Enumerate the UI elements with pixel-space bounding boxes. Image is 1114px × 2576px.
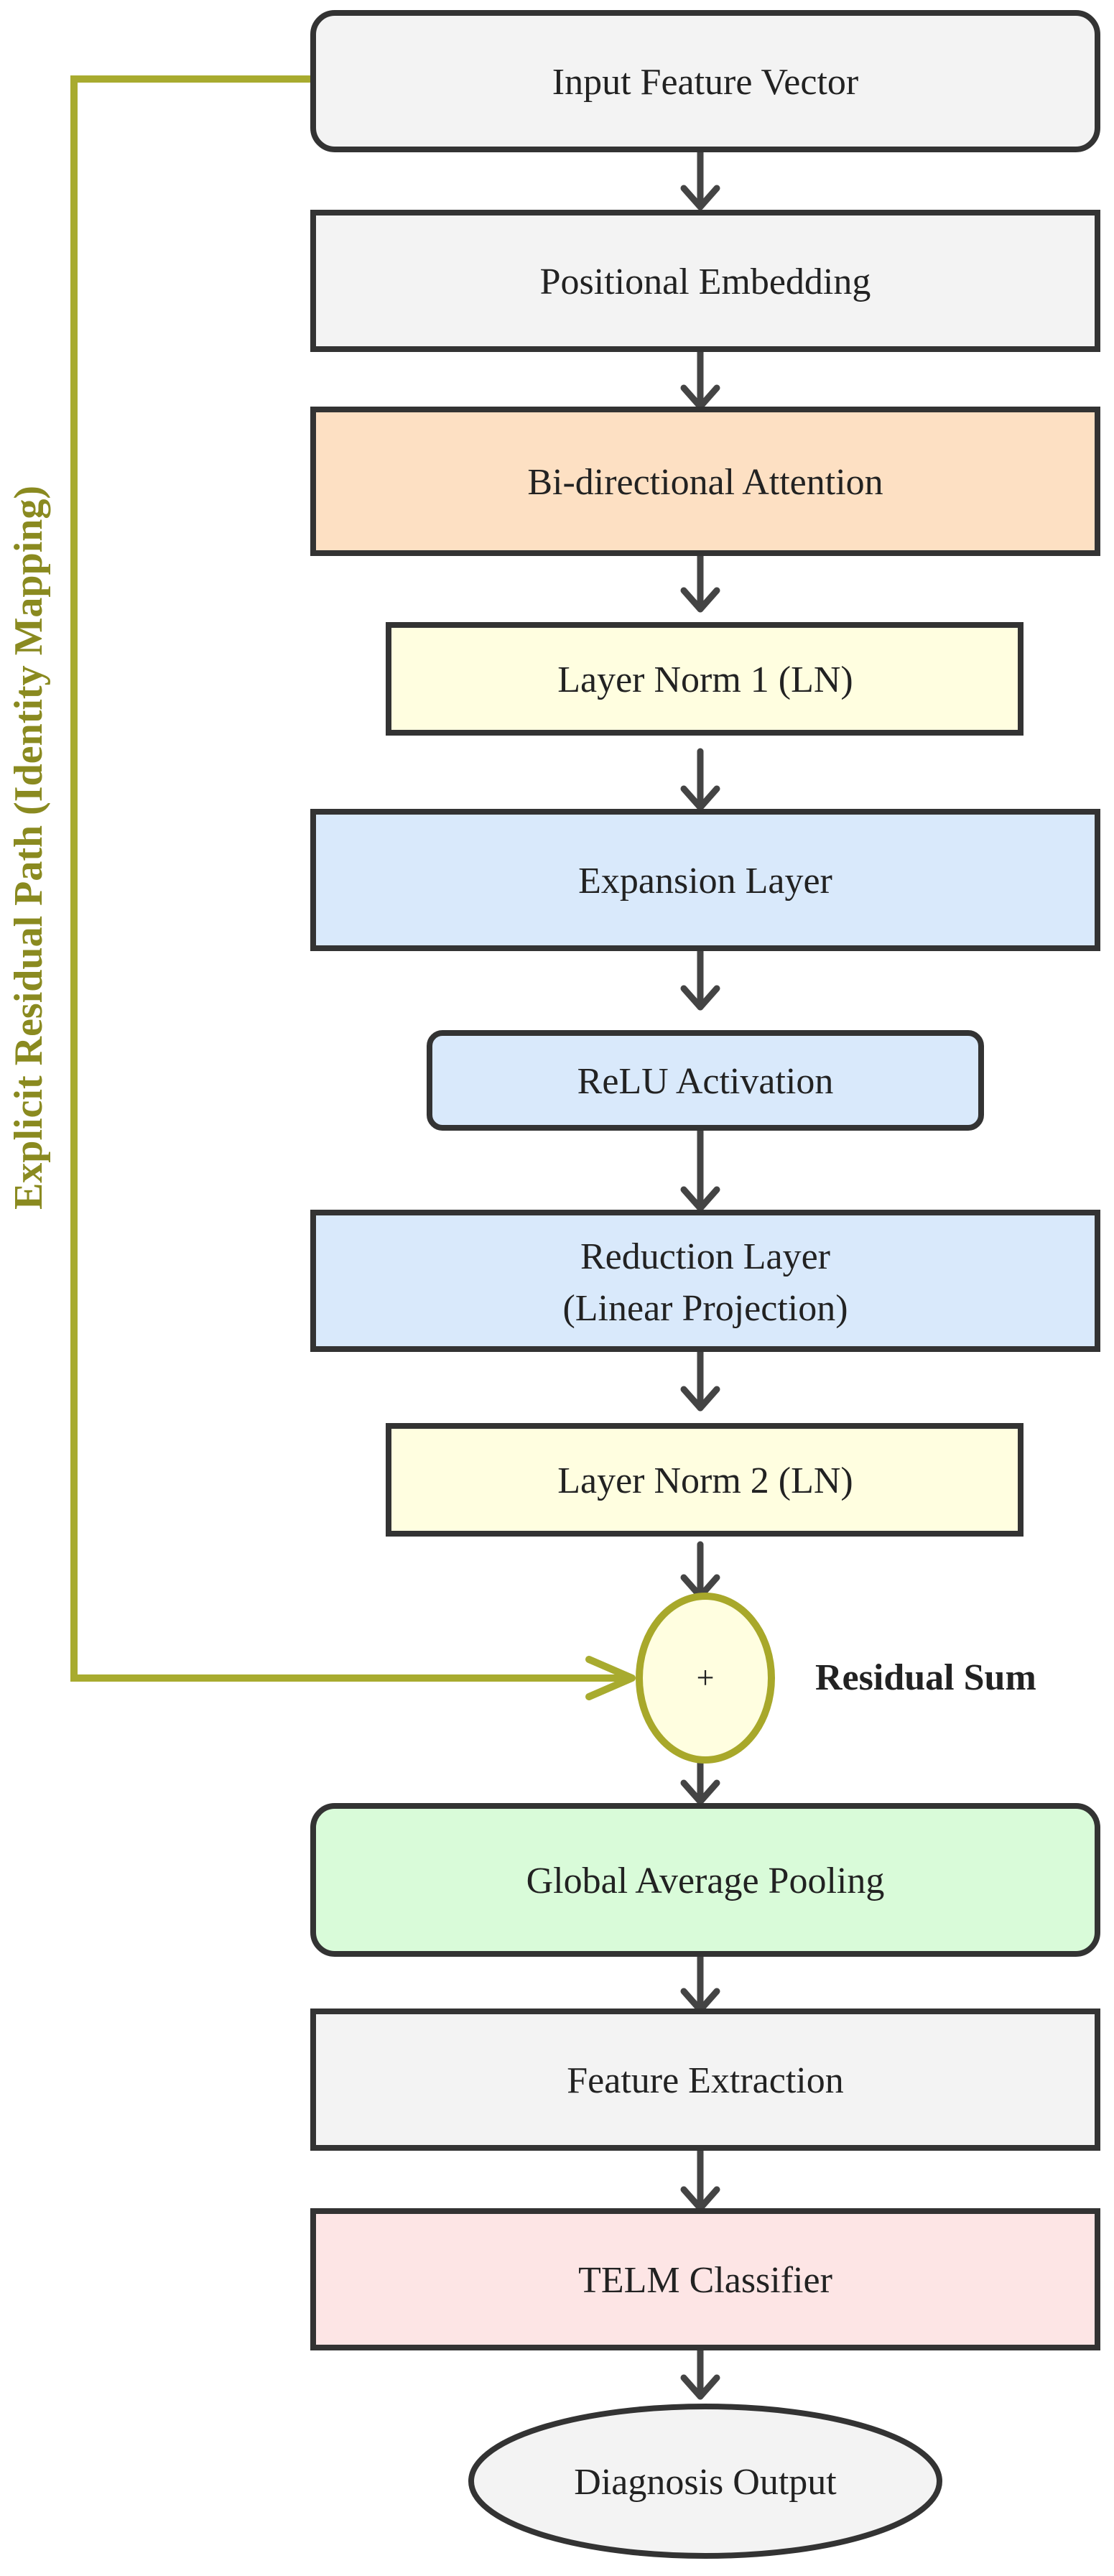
residual-sum-symbol: + bbox=[697, 1660, 715, 1695]
arrow-sum-to-gap bbox=[680, 1758, 720, 1805]
positional-embedding-label: Positional Embedding bbox=[540, 261, 871, 302]
reduction-layer-label-line1: Reduction Layer bbox=[580, 1236, 830, 1277]
layer-norm-2-box bbox=[386, 1423, 1024, 1537]
expansion-layer-box bbox=[310, 809, 1100, 951]
residual-path-line bbox=[70, 75, 632, 1682]
reduction-layer-box bbox=[310, 1210, 1100, 1352]
arrow-feature-to-telm bbox=[680, 2144, 720, 2212]
residual-path bbox=[70, 75, 636, 1700]
feature-extraction-label: Feature Extraction bbox=[567, 2060, 844, 2101]
input-feature-vector-label: Input Feature Vector bbox=[552, 62, 858, 103]
positional-embedding-box bbox=[310, 210, 1100, 352]
arrow-positional-to-attention bbox=[680, 347, 720, 410]
arrow-relu-to-reduction bbox=[680, 1127, 720, 1212]
residual-path-arrowhead bbox=[585, 1656, 636, 1700]
residual-sum-label: Residual Sum bbox=[815, 1657, 1036, 1698]
arrow-gap-to-feature bbox=[680, 1949, 720, 2014]
expansion-layer-label: Expansion Layer bbox=[578, 861, 832, 902]
residual-path-label: Explicit Residual Path (Identity Mapping… bbox=[6, 486, 51, 1210]
layer-norm-2-label: Layer Norm 2 (LN) bbox=[557, 1460, 853, 1501]
arrow-reduction-to-ln2 bbox=[680, 1347, 720, 1412]
arrow-attention-to-ln1 bbox=[680, 550, 720, 613]
telm-classifier-box bbox=[310, 2208, 1100, 2350]
arrow-expansion-to-relu bbox=[680, 948, 720, 1011]
flow-arrows bbox=[680, 147, 720, 2400]
arrow-ln1-to-expansion bbox=[680, 748, 720, 811]
global-average-pooling-label: Global Average Pooling bbox=[526, 1861, 885, 1901]
relu-activation-box bbox=[427, 1030, 984, 1131]
bidirectional-attention-box bbox=[310, 407, 1100, 556]
diagnosis-output-label: Diagnosis Output bbox=[574, 2462, 837, 2503]
telm-classifier-label: TELM Classifier bbox=[578, 2260, 832, 2301]
arrow-ln2-to-sum bbox=[680, 1541, 720, 1600]
residual-sum-node bbox=[636, 1593, 775, 1764]
diagnosis-output-ellipse bbox=[468, 2404, 942, 2559]
feature-extraction-box bbox=[310, 2009, 1100, 2151]
bidirectional-attention-label: Bi-directional Attention bbox=[527, 462, 883, 503]
layer-norm-1-box bbox=[386, 622, 1024, 736]
relu-activation-label: ReLU Activation bbox=[577, 1061, 834, 1102]
reduction-layer-label-line2: (Linear Projection) bbox=[562, 1288, 848, 1329]
arrow-input-to-positional bbox=[680, 147, 720, 210]
input-feature-vector-box bbox=[310, 10, 1100, 152]
layer-norm-1-label: Layer Norm 1 (LN) bbox=[557, 659, 853, 700]
global-average-pooling-box bbox=[310, 1803, 1100, 1957]
arrow-telm-to-output bbox=[680, 2344, 720, 2400]
